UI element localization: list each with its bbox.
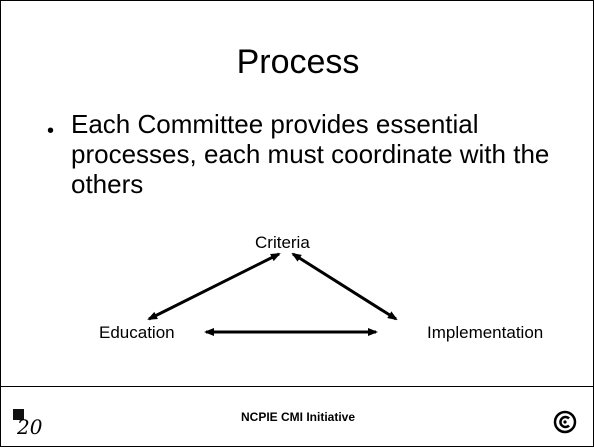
- logo-number: 20: [17, 415, 43, 439]
- arrow-criteria-implementation: [291, 252, 398, 321]
- footer-divider: [1, 386, 594, 387]
- node-education: Education: [99, 323, 175, 342]
- node-criteria: Criteria: [255, 233, 310, 252]
- anniversary-logo: 20: [13, 409, 43, 439]
- bullet-marker: •: [47, 120, 55, 142]
- bullet-text: Each Committee provides essential proces…: [71, 109, 550, 199]
- arrow-criteria-education: [147, 252, 281, 321]
- footer-text: NCPIE CMI Initiative: [240, 410, 356, 424]
- target-c-logo-icon: [553, 410, 577, 434]
- node-implementation: Implementation: [427, 323, 544, 342]
- logo-square: [13, 409, 24, 420]
- slide-title: Process: [236, 43, 360, 81]
